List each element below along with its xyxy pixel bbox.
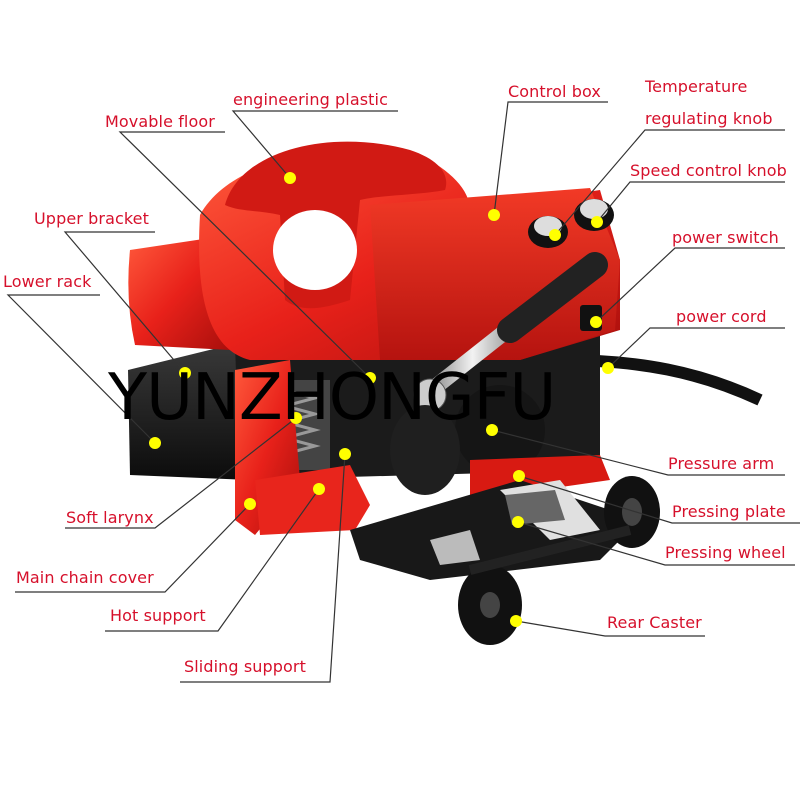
label-power-switch: power switch [672, 228, 779, 247]
label-sliding-support: Sliding support [184, 657, 306, 676]
label-hot-support: Hot support [110, 606, 206, 625]
leader-movable-floor [118, 131, 371, 379]
leader-power-cord [607, 327, 785, 369]
leader-engineering-plastic [231, 110, 398, 179]
label-temperature-knob-line2: regulating knob [645, 109, 773, 128]
leader-rear-caster [515, 620, 705, 637]
leader-control-box [493, 101, 608, 216]
label-main-chain-cover: Main chain cover [16, 568, 154, 587]
leader-pressing-wheel [517, 521, 795, 566]
leader-sliding-support [180, 453, 346, 683]
leader-soft-larynx [65, 417, 297, 529]
label-soft-larynx: Soft larynx [66, 508, 154, 527]
label-lower-rack: Lower rack [3, 272, 92, 291]
label-engineering-plastic: engineering plastic [233, 90, 388, 109]
label-upper-bracket: Upper bracket [34, 209, 149, 228]
leader-main-chain-cover [15, 503, 251, 593]
leader-speed-knob [596, 181, 785, 223]
leader-lower-rack [6, 294, 156, 444]
leader-power-switch [595, 247, 785, 323]
callout-dots [149, 172, 614, 627]
label-control-box: Control box [508, 82, 601, 101]
leader-hot-support [105, 488, 320, 632]
leader-temperature-knob [554, 129, 785, 236]
leader-pressing-plate [518, 475, 800, 524]
label-movable-floor: Movable floor [105, 112, 215, 131]
label-speed-control-knob: Speed control knob [630, 161, 787, 180]
leader-pressure-arm [491, 429, 785, 476]
leader-upper-bracket [63, 231, 186, 374]
label-rear-caster: Rear Caster [607, 613, 702, 632]
label-temperature-knob-line1: Temperature [645, 77, 748, 96]
label-pressing-plate: Pressing plate [672, 502, 786, 521]
label-pressure-arm: Pressure arm [668, 454, 775, 473]
watermark: YUNZHONGFU [108, 361, 556, 435]
label-pressing-wheel: Pressing wheel [665, 543, 786, 562]
leader-lines [6, 101, 800, 683]
label-power-cord: power cord [676, 307, 767, 326]
